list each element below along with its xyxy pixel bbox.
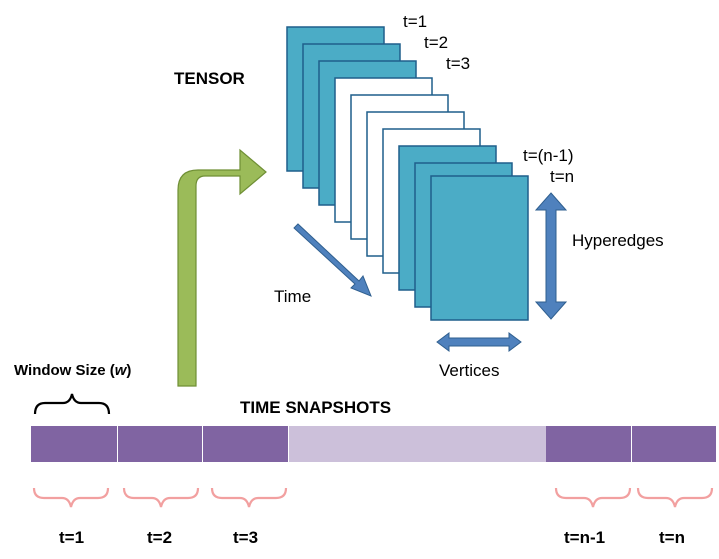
window-size-brace xyxy=(33,393,111,415)
hyperedges-label: Hyperedges xyxy=(572,231,664,250)
frame-label-t-n: t=n xyxy=(550,167,574,186)
green-transition-arrow xyxy=(177,148,267,387)
segment-brace-t-n-minus-1 xyxy=(554,487,632,508)
snapshot-segment-t3 xyxy=(203,426,288,462)
tensor-frames xyxy=(286,26,529,321)
segment-label: t=3 xyxy=(233,528,258,547)
frame-label-t3: t=3 xyxy=(446,54,470,73)
window-size-label: Window Size (w) xyxy=(14,362,131,379)
segment-label: t=1 xyxy=(59,528,84,547)
frame-label-t2: t=2 xyxy=(424,33,448,52)
vertices-label: Vertices xyxy=(439,361,499,380)
segment-brace-t1 xyxy=(32,487,110,508)
segment-label: t=n-1 xyxy=(564,528,605,547)
segment-braces xyxy=(32,487,714,508)
time-axis-label: Time xyxy=(274,287,311,306)
segment-brace-t3 xyxy=(210,487,288,508)
snapshot-segment-t2 xyxy=(118,426,202,462)
snapshot-segment-t-n xyxy=(632,426,716,462)
segment-label: t=n xyxy=(659,528,685,547)
time-axis-arrow xyxy=(293,223,372,297)
tensor-frame-front xyxy=(430,175,529,321)
segment-brace-t2 xyxy=(122,487,200,508)
segment-label: t=2 xyxy=(147,528,172,547)
tensor-title: TENSOR xyxy=(174,69,245,88)
snapshot-strip xyxy=(31,426,716,462)
hyperedges-double-arrow xyxy=(534,192,568,320)
vertices-double-arrow xyxy=(436,332,522,352)
snapshot-segment-gap xyxy=(289,426,546,462)
time-snapshots-title: TIME SNAPSHOTS xyxy=(240,398,391,417)
frame-label-t-n-minus-1: t=(n-1) xyxy=(523,146,574,165)
segment-brace-t-n xyxy=(636,487,714,508)
snapshot-segment-t-n-minus-1 xyxy=(546,426,631,462)
frame-label-t1: t=1 xyxy=(403,12,427,31)
snapshot-segment-t1 xyxy=(31,426,117,462)
